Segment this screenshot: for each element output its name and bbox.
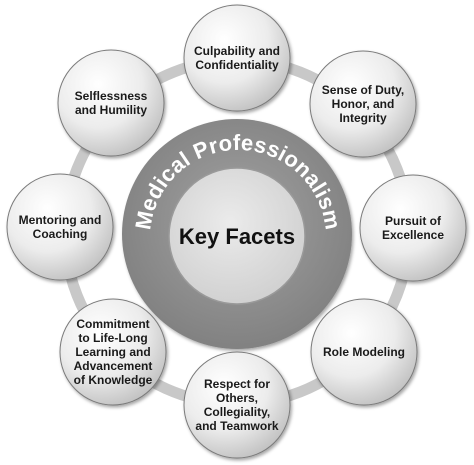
- facet-circle: [59, 298, 167, 406]
- facet-label-line: Selflessness: [75, 89, 148, 103]
- facet-label-line: Excellence: [382, 228, 444, 242]
- center-label: Key Facets: [179, 224, 295, 249]
- facet-label-line: Advancement: [74, 359, 153, 373]
- facet-label-line: Commitment: [76, 317, 149, 331]
- facet-circle: [309, 50, 417, 158]
- facet-circle: [6, 173, 114, 281]
- facet-label-line: Pursuit of: [385, 214, 442, 228]
- facet-label-line: Respect for: [204, 377, 270, 391]
- facet-label-line: Collegiality,: [204, 405, 270, 419]
- facet-label-line: Role Modeling: [323, 345, 405, 359]
- facet-label-line: Learning and: [75, 345, 150, 359]
- facet-label-line: to Life-Long: [78, 331, 147, 345]
- facet-label-line: Culpability and: [194, 44, 280, 58]
- facet-circle: [57, 49, 165, 157]
- facet-label-line: and Teamwork: [195, 419, 278, 433]
- facet-label-line: and Humility: [75, 103, 147, 117]
- facet-label-line: Others,: [216, 391, 258, 405]
- facet-circle: [183, 351, 291, 459]
- facet-label-line: Honor, and: [332, 97, 395, 111]
- facet-label: Role Modeling: [323, 345, 405, 359]
- facet-label-line: Coaching: [33, 227, 88, 241]
- facet-label-line: Integrity: [339, 111, 387, 125]
- facet-label-line: of Knowledge: [74, 373, 153, 387]
- facet-circle: [183, 4, 291, 112]
- facet-label-line: Sense of Duty,: [322, 83, 404, 97]
- facet-role-modeling: Role Modeling: [310, 298, 418, 406]
- facet-label-line: Confidentiality: [195, 58, 279, 72]
- inner-circle: [168, 167, 306, 305]
- facet-circle: [310, 298, 418, 406]
- facet-label-line: Mentoring and: [19, 213, 102, 227]
- facet-circle: [359, 174, 467, 282]
